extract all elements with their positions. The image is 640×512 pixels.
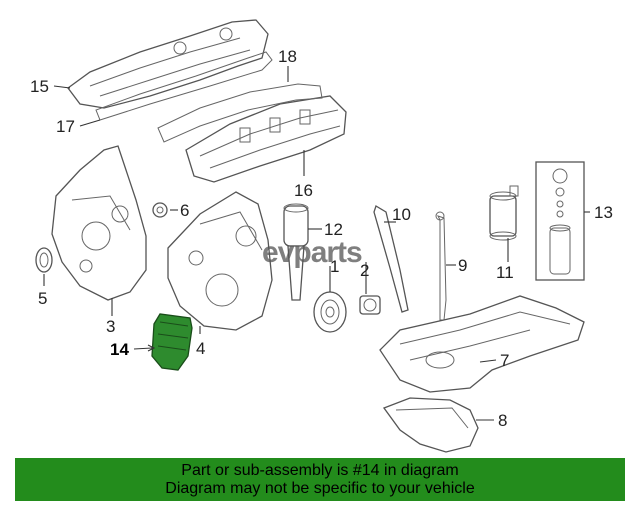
oil-cooler-part-highlighted[interactable]: [151, 313, 193, 371]
callout-6: 6: [180, 201, 189, 220]
timing-cover-center-part[interactable]: [167, 191, 273, 331]
callout-13: 13: [594, 203, 613, 222]
valve-cover-right-part[interactable]: [185, 95, 347, 183]
valve-cover-part[interactable]: [67, 19, 269, 109]
notice-line-2: Diagram may not be specific to your vehi…: [165, 480, 475, 497]
callout-8: 8: [498, 411, 507, 430]
filter-kit-part[interactable]: [535, 161, 585, 281]
valve-cover-right-gasket[interactable]: [157, 83, 323, 143]
callout-1: 1: [330, 257, 339, 276]
dipstick-part[interactable]: [437, 215, 447, 321]
callout-16: 16: [294, 181, 313, 200]
callout-11: 11: [496, 263, 514, 282]
sensor-part[interactable]: [359, 295, 381, 315]
callout-18: 18: [278, 47, 297, 66]
leader-lines: [43, 66, 590, 421]
crankshaft-pulley-part[interactable]: [313, 291, 347, 333]
callout-5: 5: [38, 289, 47, 308]
notice-banner: Part or sub-assembly is #14 in diagram D…: [15, 458, 625, 501]
callout-9: 9: [458, 256, 467, 275]
callout-17: 17: [56, 117, 75, 136]
oil-filter-housing-part[interactable]: [283, 203, 309, 301]
callout-15: 15: [30, 77, 49, 96]
small-seal-part[interactable]: [152, 202, 168, 218]
seal-ring-part[interactable]: [35, 247, 53, 273]
callout-7: 7: [500, 351, 509, 370]
callout-14-highlighted: 14: [110, 340, 129, 359]
callout-4: 4: [196, 339, 205, 358]
callout-3: 3: [106, 317, 115, 336]
watermark-logo: evparts: [262, 236, 363, 269]
notice-line-1: Part or sub-assembly is #14 in diagram: [181, 462, 459, 479]
oil-pan-upper-part[interactable]: [379, 295, 585, 393]
oil-filter-part[interactable]: [489, 185, 519, 241]
valve-cover-gasket[interactable]: [95, 51, 273, 121]
oil-pan-lower-part[interactable]: [382, 397, 479, 453]
timing-cover-part[interactable]: [51, 145, 147, 301]
callout-2: 2: [360, 261, 369, 280]
callout-12: 12: [324, 220, 343, 239]
callout-10: 10: [392, 205, 411, 224]
